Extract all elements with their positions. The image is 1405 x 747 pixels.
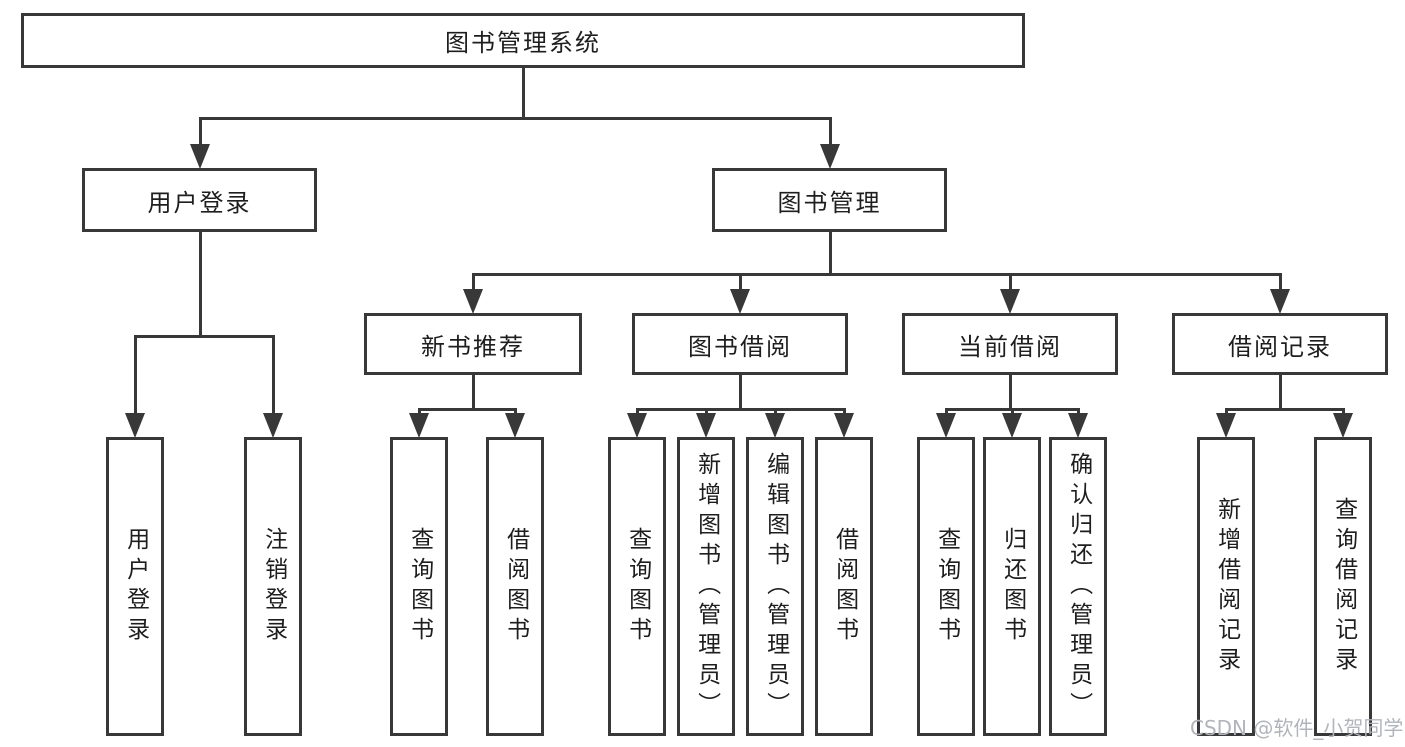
leaf-borrowing-query-books-label: 查询图书 (624, 526, 651, 647)
node-book-management-label: 图书管理 (777, 188, 882, 217)
connector-borrow-records-stem (1279, 375, 1282, 411)
connector-current-borrow-stem (1009, 375, 1012, 411)
connector-to-book-mgmt (829, 117, 832, 148)
connector-leaf-shaft (1077, 408, 1080, 416)
arrow-down-icon (125, 413, 145, 438)
node-user-login-label: 用户登录 (147, 188, 252, 217)
connector-to-leaf-logout (272, 335, 275, 414)
connector-to-book-borrow (739, 273, 742, 292)
node-current-borrowing-label: 当前借阅 (958, 332, 1062, 361)
connector-new-books-stem (472, 375, 475, 411)
connector-leaf-shaft (1342, 408, 1345, 416)
connector-borrow-records-crossbar (1225, 408, 1345, 411)
leaf-records-add-borrow-record-label: 新增借阅记录 (1213, 496, 1240, 677)
node-user-login: 用户登录 (82, 168, 317, 232)
arrow-down-icon (409, 413, 429, 438)
leaf-records-query-borrow-record: 查询借阅记录 (1314, 437, 1372, 736)
csdn-watermark: CSDN @软件_小贺同学 (1190, 716, 1404, 740)
arrow-down-icon (190, 144, 210, 169)
arrow-down-icon (627, 413, 647, 438)
connector-user-login-crossbar (134, 335, 275, 338)
leaf-current-query-books-label: 查询图书 (933, 526, 960, 647)
leaf-current-return-books-label: 归还图书 (999, 526, 1026, 647)
arrow-down-icon (936, 413, 956, 438)
connector-book-borrow-stem (739, 375, 742, 411)
connector-leaf-shaft (1225, 408, 1228, 416)
arrow-down-icon (765, 413, 785, 438)
connector-to-borrow-records (1279, 273, 1282, 292)
leaf-logout-label: 注销登录 (260, 526, 287, 647)
arrow-down-icon (1000, 289, 1020, 314)
leaf-newbooks-borrow-books-label: 借阅图书 (502, 526, 529, 647)
connector-book-borrow-crossbar (636, 408, 846, 411)
connector-root-stem (522, 68, 525, 119)
node-book-borrowing-label: 图书借阅 (688, 332, 792, 361)
connector-leaf-shaft (636, 408, 639, 416)
leaf-borrowing-add-books-admin: 新增图书（管理员） (677, 437, 735, 736)
leaf-borrowing-edit-books-admin-label: 编辑图书（管理员） (762, 451, 789, 722)
connector-leaf-shaft (705, 408, 708, 416)
leaf-newbooks-query-books: 查询图书 (390, 437, 448, 736)
connector-to-current-borrow (1009, 273, 1012, 292)
connector-book-mgmt-crossbar (472, 273, 1282, 276)
leaf-records-add-borrow-record: 新增借阅记录 (1197, 437, 1255, 736)
connector-to-new-books (472, 273, 475, 292)
connector-to-user-login (199, 117, 202, 148)
arrow-down-icon (1068, 413, 1088, 438)
connector-leaf-shaft (843, 408, 846, 416)
arrow-down-icon (463, 289, 483, 314)
arrow-down-icon (1333, 413, 1353, 438)
leaf-current-return-books: 归还图书 (983, 437, 1041, 736)
connector-leaf-shaft (514, 408, 517, 416)
leaf-borrowing-query-books: 查询图书 (608, 437, 666, 736)
leaf-current-confirm-return-admin-label: 确认归还（管理员） (1065, 451, 1092, 722)
node-book-borrowing: 图书借阅 (632, 313, 848, 375)
connector-new-books-crossbar (418, 408, 517, 411)
leaf-user-login: 用户登录 (106, 437, 164, 736)
connector-root-crossbar (199, 117, 832, 120)
arrow-down-icon (820, 144, 840, 169)
leaf-user-login-label: 用户登录 (122, 526, 149, 647)
arrow-down-icon (1002, 413, 1022, 438)
node-new-book-recommend: 新书推荐 (364, 313, 582, 375)
connector-user-login-stem (199, 232, 202, 338)
node-book-management: 图书管理 (712, 168, 947, 232)
leaf-logout: 注销登录 (244, 437, 302, 736)
leaf-newbooks-borrow-books: 借阅图书 (486, 437, 544, 736)
leaf-records-query-borrow-record-label: 查询借阅记录 (1330, 496, 1357, 677)
connector-leaf-shaft (418, 408, 421, 416)
node-new-book-recommend-label: 新书推荐 (421, 332, 525, 361)
connector-leaf-shaft (1011, 408, 1014, 416)
leaf-newbooks-query-books-label: 查询图书 (406, 526, 433, 647)
connector-leaf-shaft (945, 408, 948, 416)
connector-leaf-shaft (774, 408, 777, 416)
node-borrowing-records: 借阅记录 (1172, 313, 1388, 375)
leaf-borrowing-borrow-books: 借阅图书 (815, 437, 873, 736)
connector-book-mgmt-stem (829, 232, 832, 276)
arrow-down-icon (730, 289, 750, 314)
leaf-current-confirm-return-admin: 确认归还（管理员） (1049, 437, 1107, 736)
node-borrowing-records-label: 借阅记录 (1228, 332, 1332, 361)
arrow-down-icon (1270, 289, 1290, 314)
leaf-borrowing-borrow-books-label: 借阅图书 (831, 526, 858, 647)
node-root-label: 图书管理系统 (445, 29, 601, 57)
arrow-down-icon (263, 413, 283, 438)
node-current-borrowing: 当前借阅 (902, 313, 1118, 375)
arrow-down-icon (1216, 413, 1236, 438)
connector-to-leaf-user-login (134, 335, 137, 414)
arrow-down-icon (696, 413, 716, 438)
leaf-borrowing-edit-books-admin: 编辑图书（管理员） (746, 437, 804, 736)
arrow-down-icon (505, 413, 525, 438)
arrow-down-icon (834, 413, 854, 438)
leaf-borrowing-add-books-admin-label: 新增图书（管理员） (693, 451, 720, 722)
node-root-library-management-system: 图书管理系统 (21, 13, 1025, 68)
leaf-current-query-books: 查询图书 (917, 437, 975, 736)
